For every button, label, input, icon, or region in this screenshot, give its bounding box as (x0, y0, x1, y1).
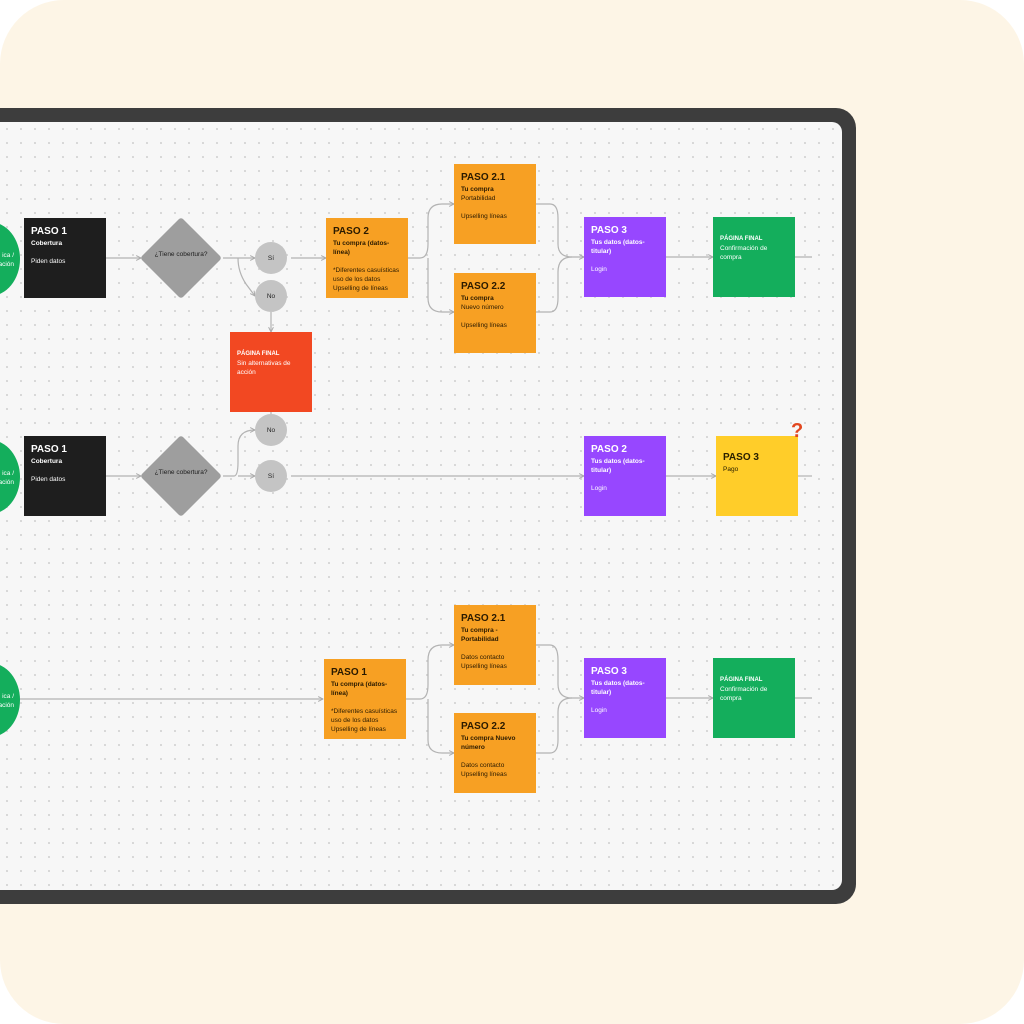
card-description: Upselling líneas (461, 213, 507, 220)
card-description: *Diferentes casuísticas uso de los datos… (333, 267, 400, 292)
flow1-paso21-card[interactable]: PASO 2.1 Tu compra Portabilidad Upsellin… (454, 164, 536, 244)
connector (408, 204, 454, 259)
yes-branch-node[interactable]: Sí (255, 242, 287, 274)
flow3-final-card[interactable]: PÁGINA FINAL Confirmación de compra (713, 658, 795, 738)
question-mark-icon: ? (791, 420, 804, 442)
card-title: PASO 2.2 (461, 721, 506, 732)
card-description: *Diferentes casuísticas uso de los datos… (331, 708, 398, 733)
flow3-paso1-card[interactable]: PASO 1 Tu compra (datos-línea) *Diferent… (324, 659, 406, 739)
card-subtitle: Tu compra (461, 186, 494, 193)
card-description: Datos contacto (461, 762, 505, 769)
flow3-paso3-card[interactable]: PASO 3 Tus datos (datos-titular) Login (584, 658, 666, 738)
connector (536, 256, 573, 313)
card-description: Upselling líneas (461, 771, 507, 778)
flow2-paso3-card[interactable]: PASO 3 Pago (716, 436, 798, 516)
decision-label: ¿Tiene cobertura? (154, 251, 208, 258)
flow2-paso2-card[interactable]: PASO 2 Tus datos (datos-titular) Login (584, 436, 666, 516)
card-subtitle: Cobertura (31, 240, 63, 247)
card-description: Sin alternativas de acción (237, 360, 291, 376)
no-branch-node[interactable]: No (255, 414, 287, 446)
card-title: PASO 3 (591, 666, 627, 677)
connector (237, 257, 255, 296)
start-label: ica / (2, 470, 14, 477)
flow3-paso21-card[interactable]: PASO 2.1 Tu compra - Portabilidad Datos … (454, 605, 536, 685)
flow3-paso22-card[interactable]: PASO 2.2 Tu compra Nuevo número Datos co… (454, 713, 536, 793)
connector (406, 645, 454, 700)
card-description: Datos contacto (461, 654, 505, 661)
no-branch-node[interactable]: No (255, 280, 287, 312)
connector (536, 203, 584, 257)
card-description: Login (591, 266, 607, 273)
card-subtitle: Tu compra Nuevo número (461, 735, 516, 751)
start-label: ación (0, 261, 14, 268)
yes-branch-node[interactable]: Sí (255, 460, 287, 492)
flow1-final-card[interactable]: PÁGINA FINAL Confirmación de compra (713, 217, 795, 297)
card-subtitle: Cobertura (31, 458, 63, 465)
card-subtitle: Tus datos (datos-titular) (591, 458, 645, 474)
flow1-paso2-card[interactable]: PASO 2 Tu compra (datos-línea) *Diferent… (326, 218, 408, 298)
card-title: PÁGINA FINAL (720, 236, 763, 242)
card-description: Confirmación de compra (720, 686, 768, 702)
device-frame: ica / ación PASO 1 Cobertura Piden datos… (0, 108, 856, 904)
card-description: Login (591, 707, 607, 714)
card-title: PASO 2.2 (461, 281, 506, 292)
start-node[interactable]: ica / ación (0, 440, 20, 514)
card-description: Nuevo número (461, 304, 504, 311)
card-description: Pago (723, 466, 739, 473)
connector (536, 697, 573, 754)
card-subtitle: Tus datos (datos-titular) (591, 680, 645, 696)
card-title: PASO 1 (31, 226, 67, 237)
flow1-paso1-card[interactable]: PASO 1 Cobertura Piden datos (24, 218, 106, 298)
card-title: PASO 3 (591, 225, 627, 236)
card-title: PÁGINA FINAL (237, 351, 280, 357)
flow1-paso3-card[interactable]: PASO 3 Tus datos (datos-titular) Login (584, 217, 666, 297)
fail-final-card[interactable]: PÁGINA FINAL Sin alternativas de acción (230, 332, 312, 412)
connector (223, 430, 255, 477)
card-title: PASO 2 (591, 444, 627, 455)
card-title: PÁGINA FINAL (720, 677, 763, 683)
flow1-paso22-card[interactable]: PASO 2.2 Tu compra Nuevo número Upsellin… (454, 273, 536, 353)
card-subtitle: Tu compra - Portabilidad (461, 627, 499, 643)
flow2-paso1-card[interactable]: PASO 1 Cobertura Piden datos (24, 436, 106, 516)
card-subtitle: Tu compra (datos-línea) (333, 240, 390, 256)
start-node[interactable]: ica / ación (0, 222, 20, 296)
card-subtitle: Tu compra (461, 295, 494, 302)
start-label: ación (0, 479, 14, 486)
card-description: Piden datos (31, 476, 66, 483)
connector (427, 699, 454, 753)
diagram-canvas[interactable]: ica / ación PASO 1 Cobertura Piden datos… (0, 122, 842, 890)
card-description: Confirmación de compra (720, 245, 768, 261)
start-label: ica / (2, 693, 14, 700)
connector (536, 644, 584, 698)
start-label: ica / (2, 252, 14, 259)
card-title: PASO 1 (331, 667, 367, 678)
card-description: Portabilidad (461, 195, 496, 202)
card-subtitle: Tus datos (datos-titular) (591, 239, 645, 255)
card-description: Login (591, 485, 607, 492)
decision-label: ¿Tiene cobertura? (154, 469, 208, 476)
start-label: ación (0, 702, 14, 709)
connector (427, 258, 454, 312)
card-subtitle: Tu compra (datos-línea) (331, 681, 388, 697)
card-description: Upselling líneas (461, 322, 507, 329)
start-node[interactable]: ica / ación (0, 663, 20, 737)
card-title: PASO 2 (333, 226, 369, 237)
card-title: PASO 3 (723, 452, 759, 463)
card-title: PASO 2.1 (461, 172, 506, 183)
card-description: Piden datos (31, 258, 66, 265)
card-title: PASO 1 (31, 444, 67, 455)
card-description: Upselling líneas (461, 663, 507, 670)
card-title: PASO 2.1 (461, 613, 506, 624)
